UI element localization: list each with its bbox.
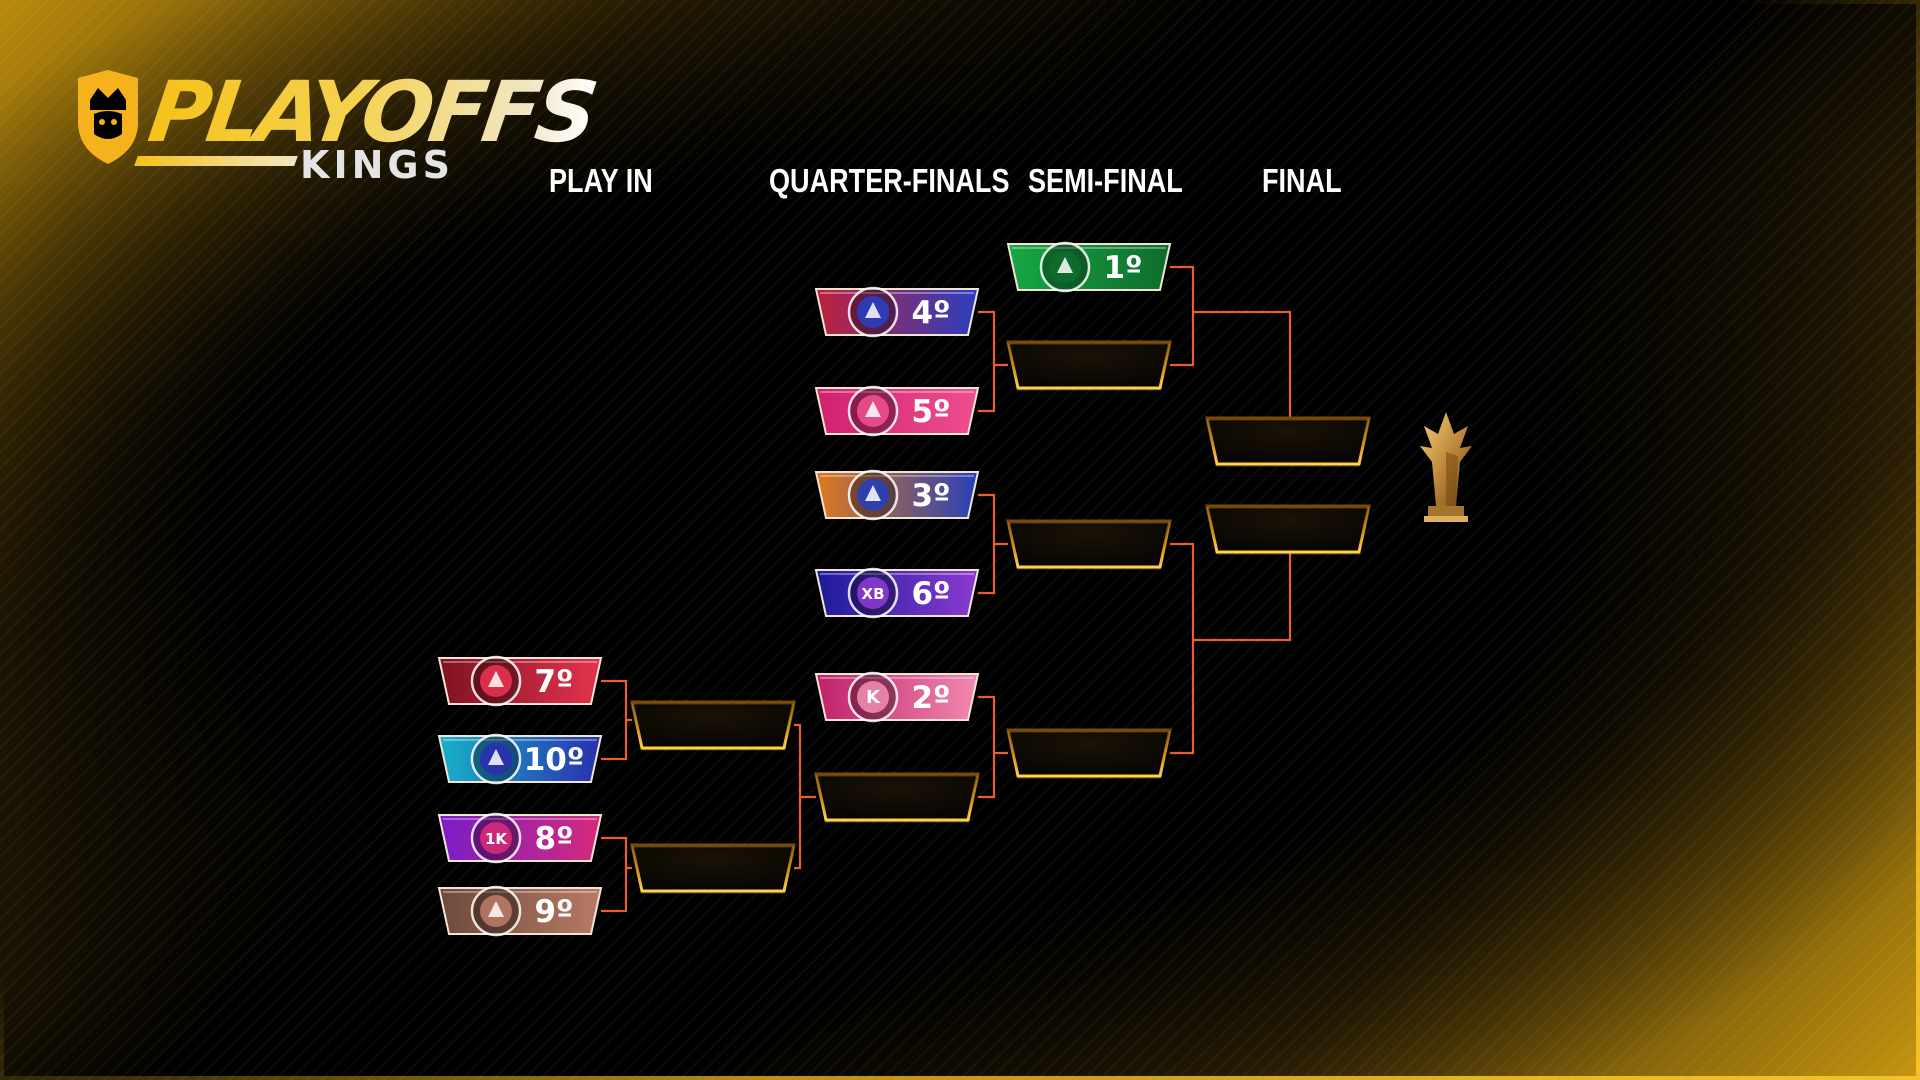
crown-shield-icon: [78, 70, 138, 164]
semi-final-slot-1: [1006, 340, 1172, 391]
1k-shield-icon: 1K: [470, 812, 522, 864]
team-seed: 10º: [524, 742, 585, 778]
crest-text: K: [866, 687, 881, 708]
team-card-9: K 2º: [814, 671, 980, 723]
team-card-8: XB 6º: [814, 567, 980, 619]
team-seed: 4º: [911, 295, 950, 331]
team-seed: 8º: [534, 821, 573, 857]
trophy-icon: [1420, 412, 1472, 522]
team-card-7: 3º: [814, 469, 980, 521]
xb-crest-icon: XB: [847, 567, 899, 619]
team-seed: 3º: [911, 478, 950, 514]
team-seed: 7º: [534, 664, 573, 700]
final-slot-2: [1205, 504, 1371, 555]
bracket-connector-lines: [601, 265, 1292, 913]
team-card-5: 4º: [814, 286, 980, 338]
round-title-play-in: PLAY IN: [549, 162, 653, 199]
quarter-final-slot: [814, 772, 980, 823]
team-card-6: 5º: [814, 385, 980, 437]
round-title-quarter-finals: QUARTER-FINALS: [769, 162, 1010, 199]
play-in-winner-2: [630, 843, 796, 894]
play-in-winner-1: [630, 700, 796, 751]
tree-crest-icon: [1039, 241, 1091, 293]
team-card-10: 1º: [1006, 241, 1172, 293]
round-title-final: FINAL: [1262, 162, 1342, 199]
final-slot-1: [1205, 416, 1371, 467]
pig-crest-icon: [847, 385, 899, 437]
team-seed: 6º: [911, 576, 950, 612]
team-seed: 1º: [1103, 250, 1142, 286]
semi-final-slot-2: [1006, 519, 1172, 570]
team-card-3: 1K 8º: [437, 812, 603, 864]
playoffs-kings-logo: PLAYOFFS KINGS: [72, 63, 600, 190]
connector-line: [1170, 542, 1292, 755]
flame-crest-icon: [847, 469, 899, 521]
k-circle-crest-icon: K: [847, 671, 899, 723]
empty-match-slots: [630, 340, 1371, 894]
red-bird-crest-icon: [470, 655, 522, 707]
ball-crest-icon: [847, 286, 899, 338]
crest-text: 1K: [485, 830, 508, 848]
connector-line: [978, 493, 1008, 595]
round-title-semi-final: SEMI-FINAL: [1028, 162, 1183, 199]
connector-line: [1170, 265, 1292, 418]
lion-crest-icon: [470, 885, 522, 937]
connector-line: [978, 310, 1008, 413]
team-seed: 9º: [534, 894, 573, 930]
team-card-2: 10º: [437, 733, 603, 785]
connector-line: [601, 679, 632, 761]
team-seed: 2º: [911, 680, 950, 716]
team-card-4: 9º: [437, 885, 603, 937]
hand-crest-icon: [470, 733, 522, 785]
team-seed: 5º: [911, 394, 950, 430]
connector-line: [601, 836, 632, 913]
connector-line: [978, 695, 1008, 799]
semi-final-slot-3: [1006, 728, 1172, 779]
logo-subtitle: KINGS: [300, 143, 454, 187]
connector-line: [794, 723, 816, 870]
crest-text: XB: [862, 585, 885, 603]
team-card-1: 7º: [437, 655, 603, 707]
